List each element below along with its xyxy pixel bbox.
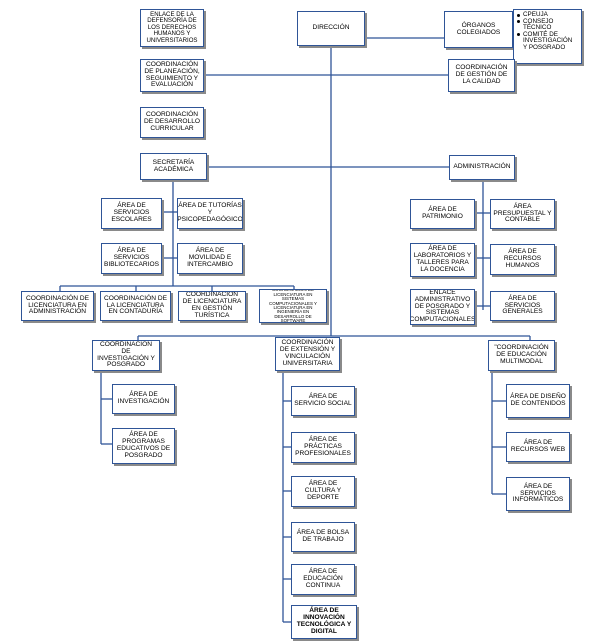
coord-lic-administracion-box: COORDINACIÓN DE LICENCIATURA EN ADMINIST… [21, 291, 94, 321]
area-patrimonio-box: ÁREA DE PATRIMONIO [410, 199, 475, 229]
area-programas-posgrado-box: ÁREA DE PROGRAMAS EDUCATIVOS DE POSGRADO [112, 428, 175, 464]
area-laboratorios-box: ÁREA DE LABORATORIOS Y TALLERES PARA LA … [410, 243, 475, 277]
secretaria-academica-box: SECRETARÍA ACADÉMICA [140, 153, 207, 180]
direccion-box: DIRECCIÓN [297, 11, 365, 46]
area-recursos-web-label: ÁREA DE RECURSOS WEB [510, 439, 566, 453]
area-tutorias-box: ÁREA DE TUTORÍAS Y PSICOPEDAGÓGICO [177, 198, 243, 229]
coord-planeacion-label: COORDINACIÓN DE PLANEACIÓN, SEGUIMIENTO … [144, 60, 200, 89]
organos-colegiados-box: ÓRGANOS COLEGIADOS [444, 11, 513, 48]
coord-educacion-multimodal-box: "COORDINACIÓN DE EDUCACIÓN MULTIMODAL [488, 340, 555, 371]
area-presupuestal-box: ÁREA PRESUPUESTAL Y CONTABLE [490, 199, 555, 229]
coord-desarrollo-curricular-label: COORDINACIÓN DE DESARROLLO CURRICULAR [143, 111, 201, 132]
area-servicio-social-label: ÁREA DE SERVICIO SOCIAL [294, 393, 352, 407]
coord-lic-administracion-label: COORDINACIÓN DE LICENCIATURA EN ADMINIST… [25, 294, 89, 316]
area-cultura-label: ÁREA DE CULTURA Y DEPORTE [304, 480, 342, 501]
area-servicios-escolares-label: ÁREA DE SERVICIOS ESCOLARES [111, 202, 152, 223]
area-movilidad-box: ÁREA DE MOVILIDAD E INTERCAMBIO [177, 243, 243, 274]
coord-investigacion-box: COORDINACIÓN DE INVESTIGACIÓN Y POSGRADO [92, 340, 160, 371]
area-educacion-continua-box: ÁREA DE EDUCACIÓN CONTINUA [291, 564, 355, 595]
area-practicas-label: ÁREA DE PRÁCTICAS PROFESIONALES [295, 436, 351, 457]
enlace-defensoria-box: ENLACE DE LA DEFENSORÍA DE LOS DERECHOS … [140, 9, 204, 47]
coord-educacion-multimodal-label: "COORDINACIÓN DE EDUCACIÓN MULTIMODAL [494, 344, 549, 365]
area-bolsa-trabajo-label: ÁREA DE BOLSA DE TRABAJO [296, 529, 350, 543]
organos-list-box: CPEUJA CONSEJO TÉCNICO COMITÉ DE INVESTI… [513, 9, 582, 64]
area-servicios-informaticos-box: ÁREA DE SERVICIOS INFORMÁTICOS [506, 477, 570, 511]
area-diseno-contenidos-box: ÁREA DE DISEÑO DE CONTENIDOS [506, 384, 570, 418]
organos-list-item: COMITÉ DE INVESTIGACIÓN Y POSGRADO [517, 31, 578, 52]
area-practicas-box: ÁREA DE PRÁCTICAS PROFESIONALES [291, 432, 355, 463]
coord-lic-contaduria-label: COORDINACIÓN DE LA LICENCIATURA EN CONTA… [103, 294, 167, 316]
coord-investigacion-label: COORDINACIÓN DE INVESTIGACIÓN Y POSGRADO [97, 340, 155, 369]
administracion-label: ADMINISTRACIÓN [453, 163, 511, 171]
area-bolsa-trabajo-box: ÁREA DE BOLSA DE TRABAJO [291, 522, 355, 552]
area-innovacion-box: ÁREA DE INNOVACIÓN TECNOLÓGICA Y DIGITAL [291, 605, 357, 639]
area-servicios-generales-box: ÁREA DE SERVICIOS GENERALES [490, 291, 555, 321]
area-programas-posgrado-label: ÁREA DE PROGRAMAS EDUCATIVOS DE POSGRADO [116, 431, 171, 459]
area-servicios-informaticos-label: ÁREA DE SERVICIOS INFORMÁTICOS [512, 482, 564, 504]
coord-lic-gestion-turistica-box: COORDINACIÓN DE LICENCIATURA EN GESTIÓN … [178, 291, 246, 321]
coord-lic-contaduria-box: COORDINACIÓN DE LA LICENCIATURA EN CONTA… [100, 291, 171, 321]
area-diseno-contenidos-label: ÁREA DE DISEÑO DE CONTENIDOS [510, 393, 566, 407]
administracion-box: ADMINISTRACIÓN [449, 155, 515, 180]
area-tutorias-label: ÁREA DE TUTORÍAS Y PSICOPEDAGÓGICO [177, 202, 243, 223]
enlace-administrativo-label: ENLACE ADMINISTRATIVO DE POSGRADO Y SIST… [410, 289, 475, 324]
area-servicio-social-box: ÁREA DE SERVICIO SOCIAL [291, 386, 355, 416]
coord-desarrollo-curricular-box: COORDINACIÓN DE DESARROLLO CURRICULAR [140, 107, 204, 138]
area-servicios-bibliotecarios-label: ÁREA DE SERVICIOS BIBLIOTECARIOS [104, 247, 159, 268]
area-presupuestal-label: ÁREA PRESUPUESTAL Y CONTABLE [493, 202, 552, 224]
coord-gestion-calidad-label: COORDINACIÓN DE GESTIÓN DE LA CALIDAD [455, 64, 508, 85]
coord-lic-sistemas-label: COORDINACIÓN DE LICENCIATURA EN SISTEMAS… [269, 289, 317, 323]
area-recursos-web-box: ÁREA DE RECURSOS WEB [506, 432, 570, 462]
area-servicios-escolares-box: ÁREA DE SERVICIOS ESCOLARES [101, 198, 162, 229]
area-recursos-humanos-box: ÁREA DE RECURSOS HUMANOS [490, 244, 555, 275]
area-servicios-generales-label: ÁREA DE SERVICIOS GENERALES [502, 294, 543, 316]
organos-list: CPEUJA CONSEJO TÉCNICO COMITÉ DE INVESTI… [517, 11, 578, 52]
area-educacion-continua-label: ÁREA DE EDUCACIÓN CONTINUA [303, 568, 343, 589]
coord-gestion-calidad-box: COORDINACIÓN DE GESTIÓN DE LA CALIDAD [448, 59, 515, 92]
organos-list-item: CPEUJA [517, 11, 578, 19]
coord-lic-gestion-turistica-label: COORDINACIÓN DE LICENCIATURA EN GESTIÓN … [182, 291, 242, 319]
coord-lic-sistemas-box: COORDINACIÓN DE LICENCIATURA EN SISTEMAS… [259, 289, 327, 323]
organos-colegiados-label: ÓRGANOS COLEGIADOS [456, 21, 501, 36]
area-cultura-box: ÁREA DE CULTURA Y DEPORTE [291, 476, 355, 507]
enlace-administrativo-box: ENLACE ADMINISTRATIVO DE POSGRADO Y SIST… [410, 289, 475, 325]
area-investigacion-label: ÁREA DE INVESTIGACIÓN [117, 391, 170, 405]
coord-extension-label: COORDINACIÓN DE EXTENSIÓN Y VINCULACIÓN … [279, 339, 336, 367]
area-investigacion-box: ÁREA DE INVESTIGACIÓN [112, 384, 175, 414]
direccion-label: DIRECCIÓN [312, 24, 350, 32]
secretaria-academica-label: SECRETARÍA ACADÉMICA [152, 158, 195, 173]
area-recursos-humanos-label: ÁREA DE RECURSOS HUMANOS [503, 248, 542, 269]
organos-list-item: CONSEJO TÉCNICO [517, 18, 578, 32]
area-laboratorios-label: ÁREA DE LABORATORIOS Y TALLERES PARA LA … [413, 245, 472, 273]
area-innovacion-label: ÁREA DE INNOVACIÓN TECNOLÓGICA Y DIGITAL [296, 607, 352, 635]
coord-planeacion-box: COORDINACIÓN DE PLANEACIÓN, SEGUIMIENTO … [140, 59, 204, 92]
area-patrimonio-label: ÁREA DE PATRIMONIO [422, 206, 463, 220]
coord-extension-box: COORDINACIÓN DE EXTENSIÓN Y VINCULACIÓN … [275, 337, 340, 371]
area-movilidad-label: ÁREA DE MOVILIDAD E INTERCAMBIO [187, 247, 233, 268]
area-servicios-bibliotecarios-box: ÁREA DE SERVICIOS BIBLIOTECARIOS [101, 243, 162, 274]
enlace-defensoria-label: ENLACE DE LA DEFENSORÍA DE LOS DERECHOS … [146, 11, 198, 44]
